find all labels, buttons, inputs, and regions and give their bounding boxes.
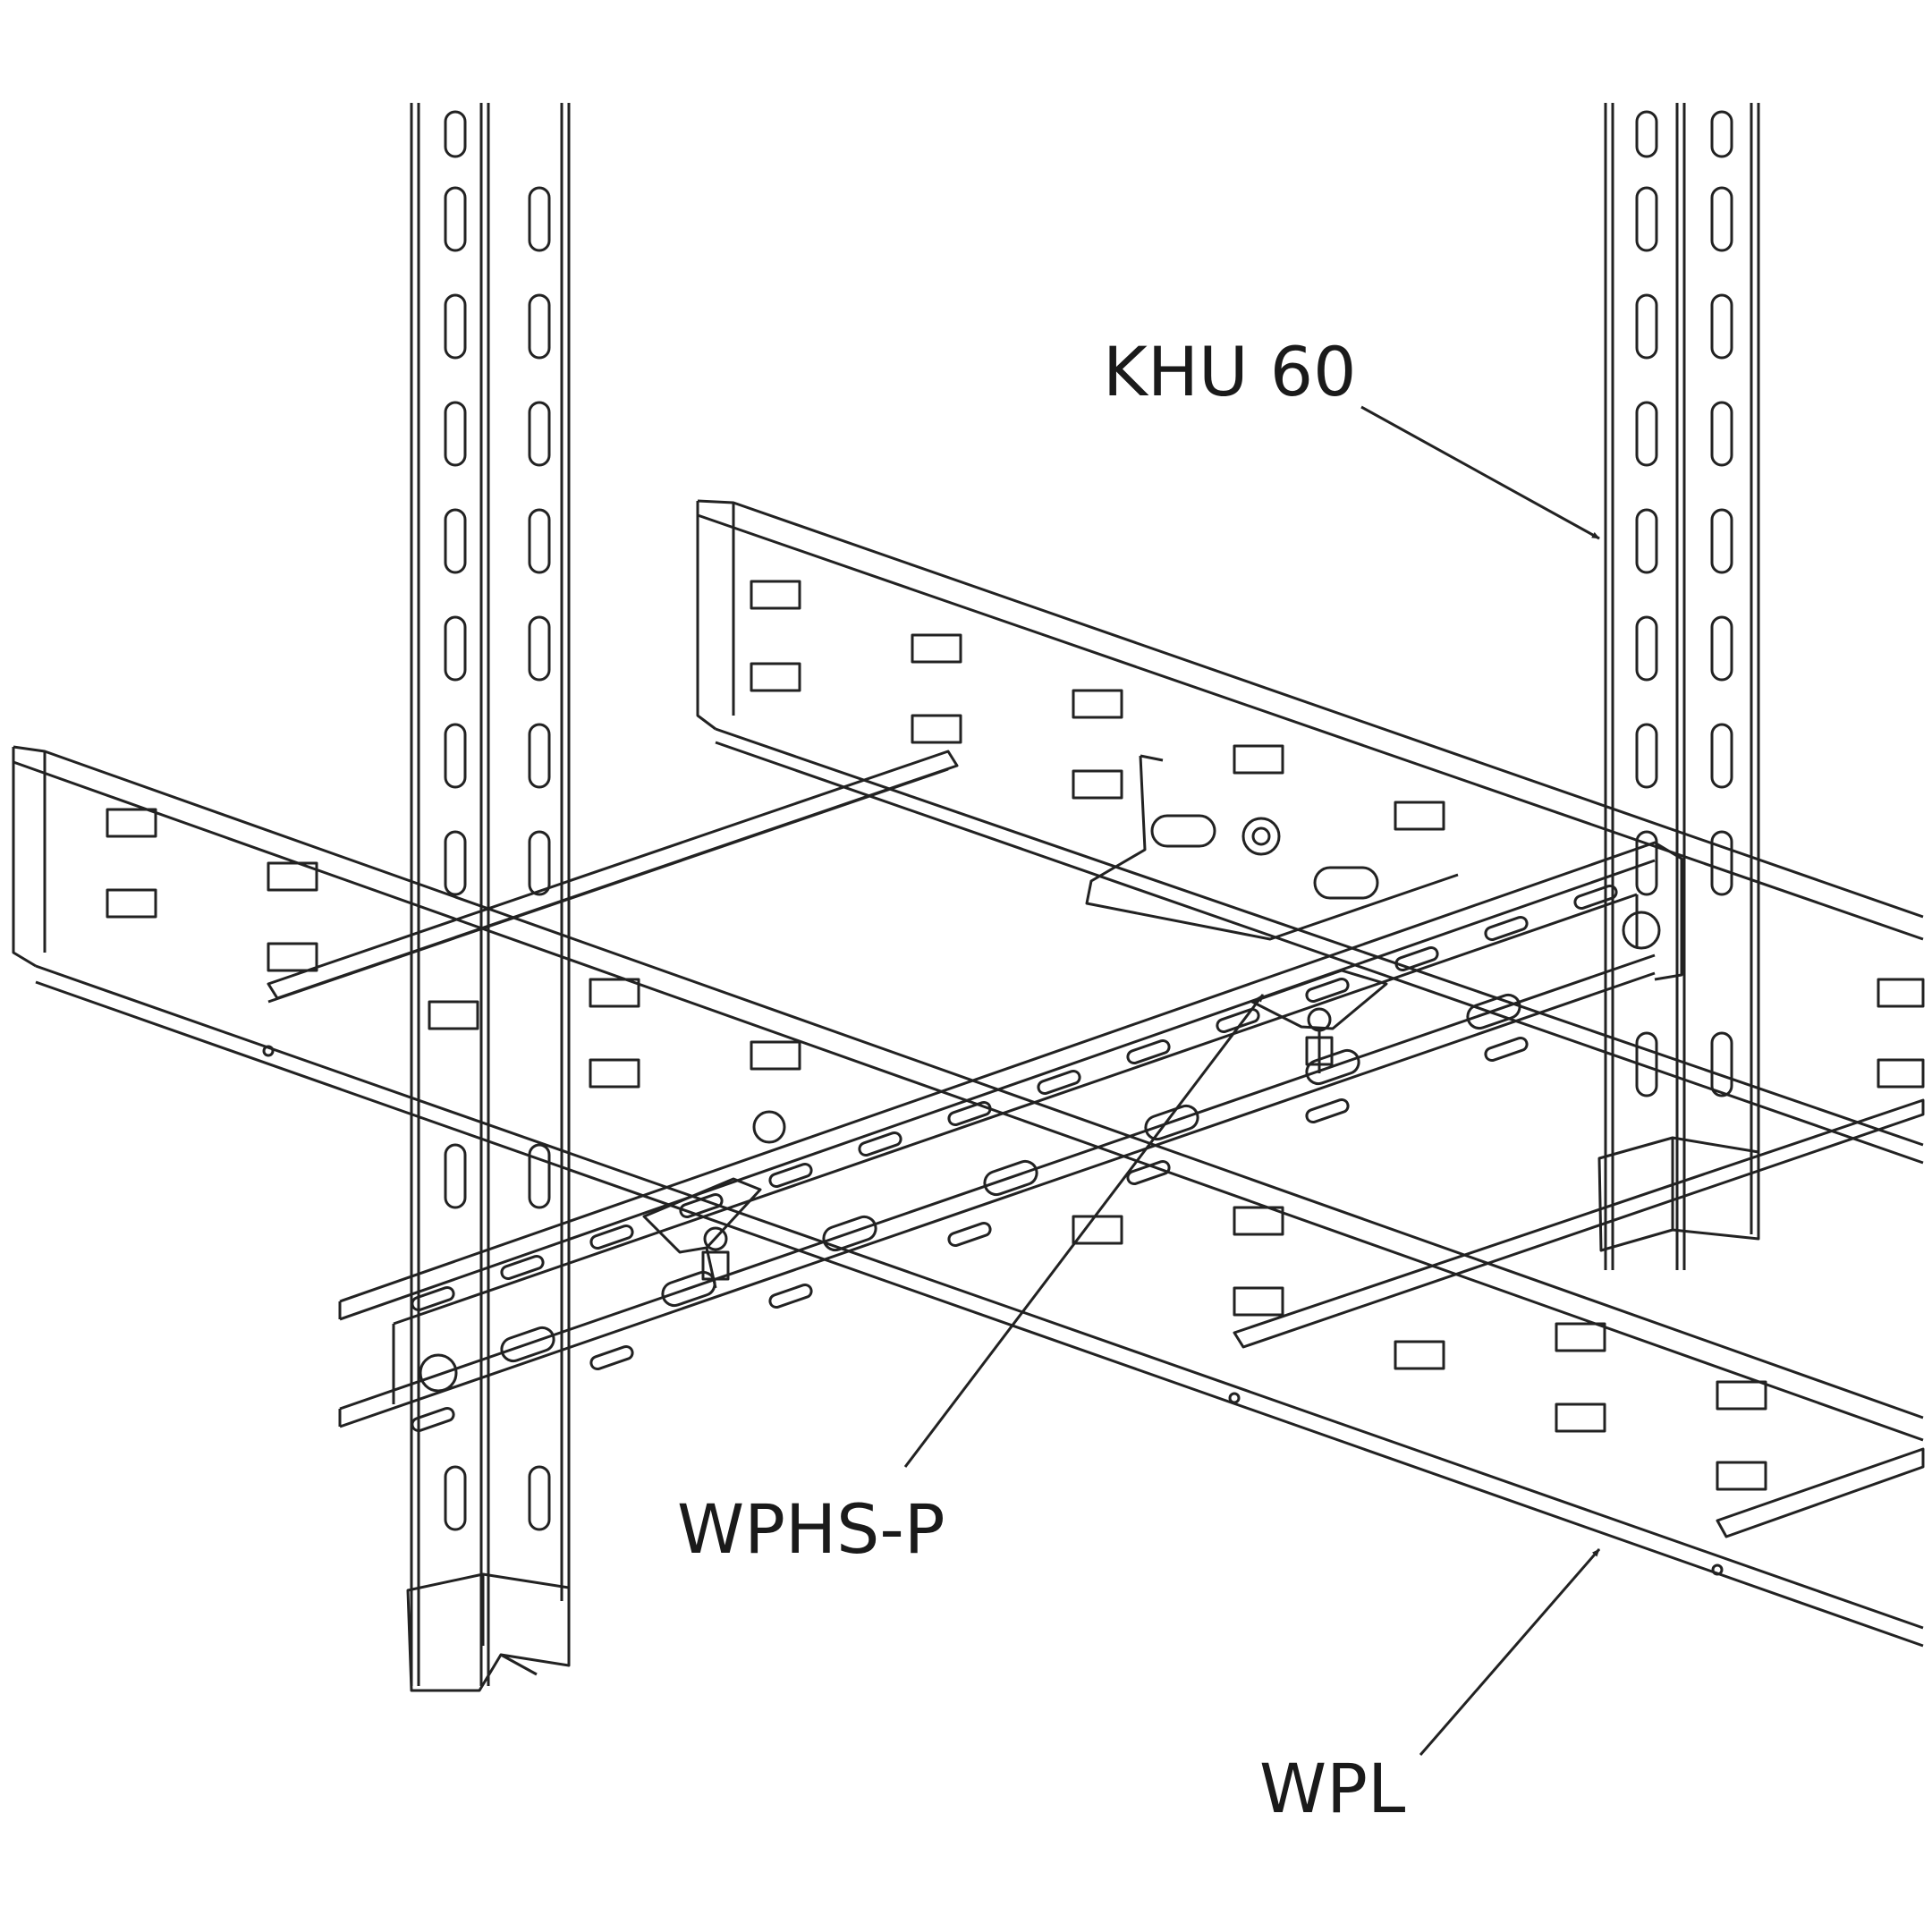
leader-wphs (903, 994, 1265, 1468)
leader-khu (1360, 405, 1600, 540)
leader-lines (903, 405, 1601, 1756)
clamps (642, 969, 1388, 1289)
cross-channel (338, 841, 1683, 1433)
label-wpl: WPL (1259, 1749, 1406, 1828)
leader-wpl (1419, 1548, 1601, 1756)
label-wphs-p: WPHS-P (677, 1489, 945, 1569)
left-vertical-channel (406, 103, 571, 1692)
right-vertical-channel (1597, 103, 1760, 1270)
label-khu-60: KHU 60 (1103, 332, 1357, 411)
back-cable-ladder (267, 499, 1925, 1349)
